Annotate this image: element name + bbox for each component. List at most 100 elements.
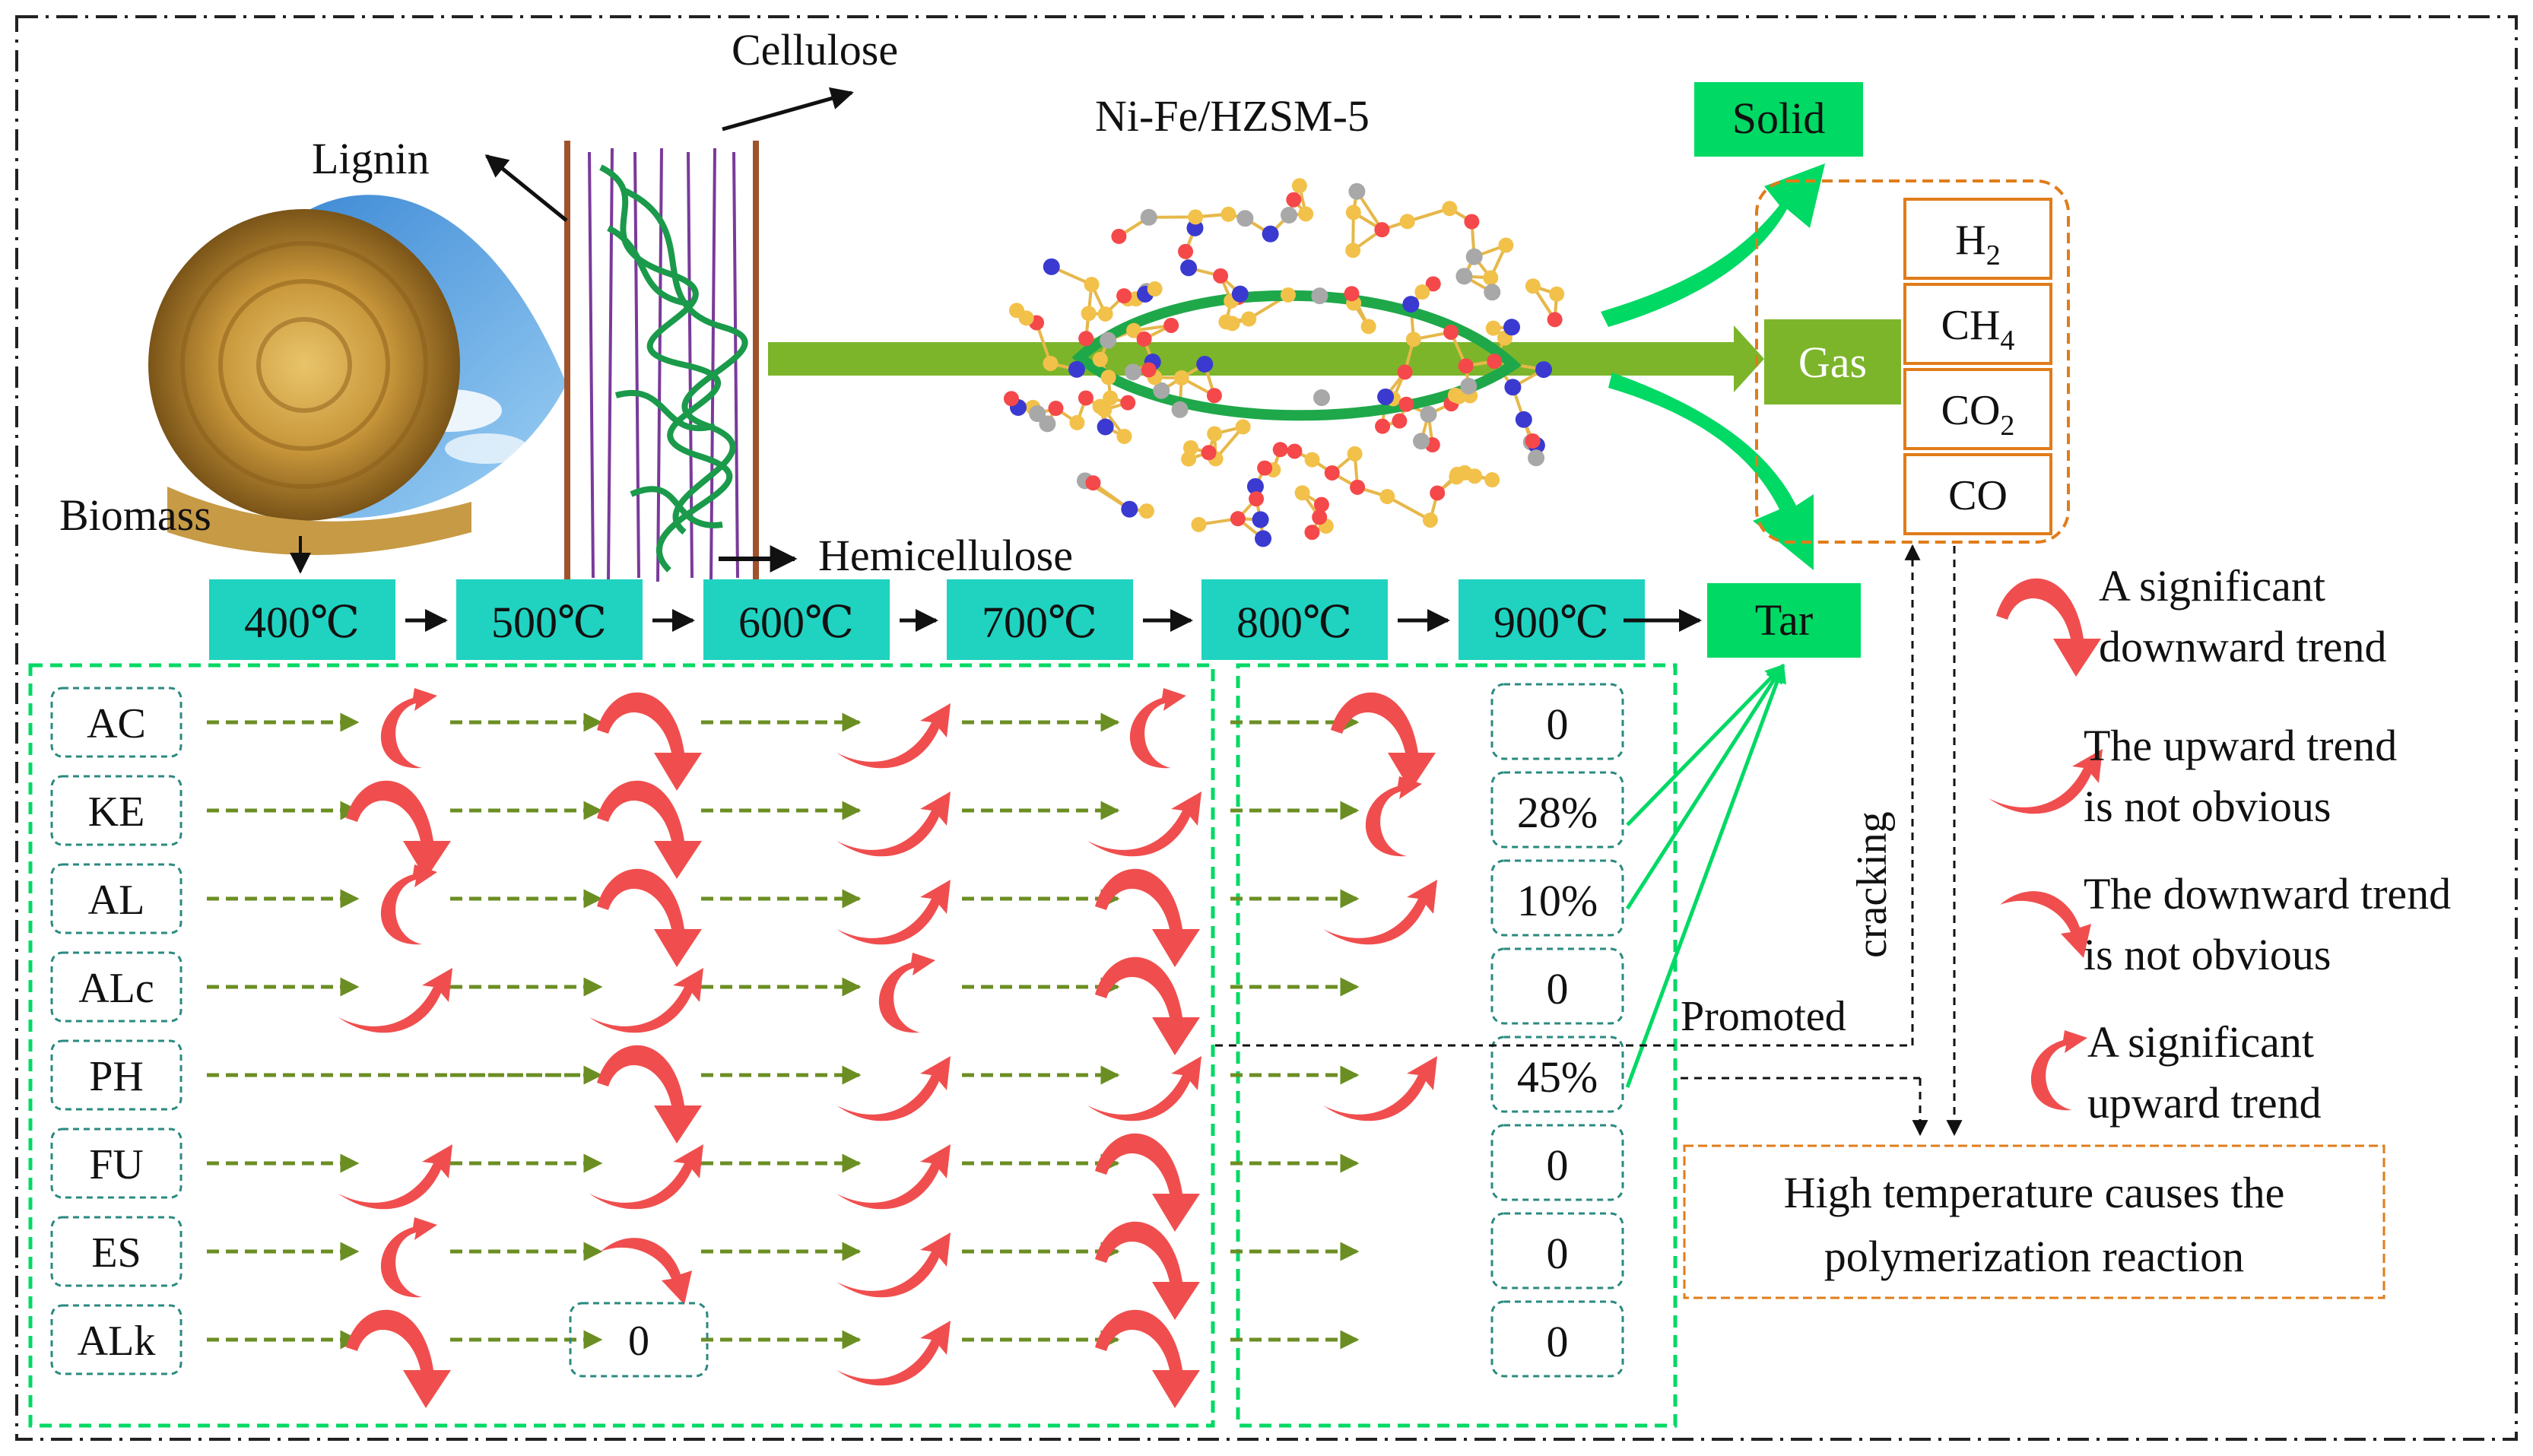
right-data-panel — [1236, 663, 1678, 1428]
compound-end-box — [1490, 683, 1624, 760]
compound-label: ALk — [78, 1318, 156, 1365]
compound-box — [50, 1304, 183, 1375]
compound-end-box — [1490, 1300, 1624, 1378]
trend-su-icon — [380, 864, 437, 945]
cellulose-arrow — [722, 87, 854, 132]
compound-mid-value: 0 — [628, 1318, 649, 1365]
trend-sd-icon — [346, 1309, 451, 1408]
trend-su-icon — [380, 1217, 437, 1298]
gas-species-label: CO2 — [1941, 387, 2015, 442]
trend-su-icon — [2030, 1030, 2087, 1111]
trend-nu-icon — [589, 968, 703, 1033]
lignin-arrow — [484, 154, 568, 222]
compound-box — [50, 1039, 183, 1111]
trend-sd-icon — [597, 692, 702, 791]
gas-species-label: CO — [1948, 472, 2008, 519]
temperature-label: 600℃ — [738, 598, 854, 647]
lignin-label: Lignin — [312, 134, 430, 183]
cracking-label: cracking — [1849, 811, 1896, 958]
compound-box — [50, 775, 183, 846]
trend-sd-icon — [597, 1045, 702, 1144]
compound-label: PH — [89, 1053, 144, 1100]
gas-species-box — [1903, 453, 2052, 535]
compound-label: FU — [89, 1141, 144, 1188]
trend-nu-icon — [836, 1232, 951, 1298]
trend-nu-icon — [836, 1056, 951, 1121]
trend-nu-icon — [338, 1144, 452, 1210]
compound-label: KE — [88, 788, 145, 836]
trend-nu-icon — [1323, 1056, 1437, 1121]
temperature-box — [209, 579, 395, 660]
temperature-box — [1459, 579, 1645, 660]
temperature-label: 800℃ — [1236, 598, 1352, 647]
trend-nu-icon — [836, 703, 951, 769]
compound-label: ES — [91, 1229, 141, 1277]
temperature-label: 900℃ — [1493, 598, 1609, 647]
gas-species-box — [1903, 283, 2052, 365]
trend-sd-icon — [1095, 956, 1200, 1055]
trend-nu-icon — [836, 1321, 951, 1386]
legend-line1: A significant — [2087, 1017, 2314, 1067]
polymerization-box — [1683, 1144, 2385, 1299]
tar-flow-arrow — [1608, 373, 1814, 570]
trend-su-icon — [1129, 688, 1186, 769]
trend-sd-icon — [1996, 578, 2101, 677]
outer-frame — [15, 15, 2518, 1441]
compound-mid-box — [569, 1302, 709, 1378]
legend-line2: upward trend — [2087, 1078, 2322, 1128]
compound-box — [50, 1128, 183, 1199]
gas-label: Gas — [1798, 338, 1867, 387]
compound-label: AL — [88, 877, 145, 924]
temperature-box — [1201, 579, 1388, 660]
lignocellulose-structure — [564, 141, 759, 585]
promoted-label: Promoted — [1681, 993, 1846, 1040]
polymerization-line1: High temperature causes the — [1784, 1168, 2285, 1217]
compound-end-value: 0 — [1547, 1317, 1569, 1366]
temperature-box — [456, 579, 643, 660]
temperature-label: 500℃ — [491, 598, 607, 647]
trend-nu-icon — [1087, 1056, 1201, 1121]
compound-label: AC — [87, 700, 146, 747]
gas-box — [1764, 319, 1901, 404]
trend-sd-icon — [1095, 868, 1200, 967]
trend-nd-icon — [2000, 891, 2091, 958]
catalyst-structure — [1003, 178, 1565, 547]
compound-end-box — [1490, 771, 1624, 849]
trend-sd-icon — [1095, 1221, 1200, 1320]
trend-nu-icon — [338, 968, 452, 1033]
biomass-image — [148, 195, 567, 555]
catalyst-label: Ni-Fe/HZSM-5 — [1095, 91, 1370, 141]
hemicellulose-label: Hemicellulose — [818, 531, 1073, 580]
trend-su-icon — [1365, 776, 1422, 857]
compound-end-value: 45% — [1517, 1052, 1598, 1102]
compound-end-value: 0 — [1547, 1140, 1569, 1190]
compound-end-value: 28% — [1517, 788, 1598, 837]
compound-end-value: 0 — [1547, 964, 1569, 1013]
temperature-row: 400℃ 500℃ 600℃ 700℃ 800℃ 900℃ — [209, 579, 1645, 660]
compound-end-value: 10% — [1517, 876, 1598, 925]
tar-contribution-lines — [1625, 663, 1786, 1088]
gas-group-frame — [1755, 179, 2070, 544]
left-data-panel — [28, 663, 1215, 1428]
trend-nu-icon — [836, 791, 951, 857]
trend-sd-icon — [1095, 1133, 1200, 1232]
trend-nu-icon — [1989, 749, 2103, 814]
gas-species-label: H2 — [1955, 217, 2000, 271]
trend-sd-icon — [1095, 1309, 1200, 1408]
tar-box — [1707, 583, 1861, 658]
compound-end-box — [1490, 859, 1624, 937]
trend-sd-icon — [346, 780, 451, 879]
trend-su-icon — [878, 953, 935, 1033]
compound-end-box — [1490, 1124, 1624, 1201]
compound-end-box — [1490, 1036, 1624, 1113]
solid-box — [1694, 82, 1863, 157]
trend-sd-icon — [1331, 692, 1436, 791]
temperature-label: 400℃ — [244, 598, 360, 647]
temperature-label: 700℃ — [982, 598, 1097, 647]
legend-line1: The upward trend — [2084, 721, 2397, 770]
gas-species-label: CH4 — [1941, 302, 2015, 357]
